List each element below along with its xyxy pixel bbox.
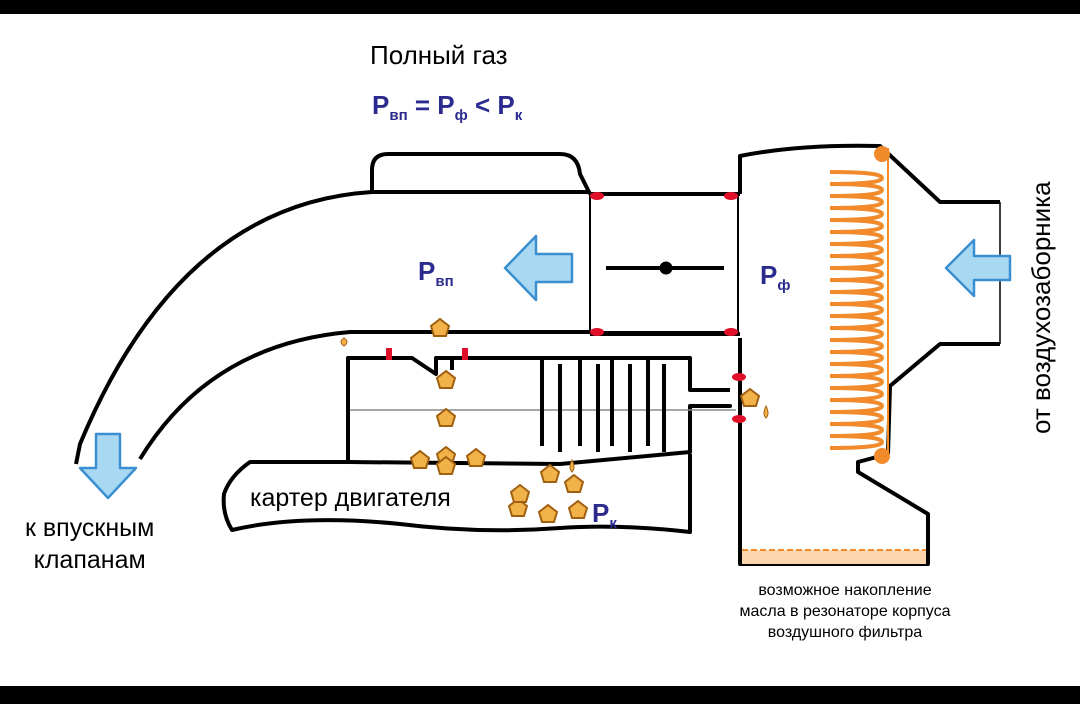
label-from-air-intake: от воздухозаборника	[1026, 181, 1056, 434]
diagram-title: Полный газ	[370, 40, 508, 70]
filter-element	[829, 170, 885, 450]
oil-drop-icon	[340, 337, 769, 473]
diagram-canvas: Полный газ Pвп = Pф < Pк Pвп Pф Pк карте…	[0, 14, 1080, 686]
pressure-formula: Pвп = Pф < Pк	[372, 90, 523, 125]
oil-particle	[429, 317, 451, 337]
label-p-k: Pк	[592, 498, 617, 533]
diagram-svg	[74, 143, 1012, 566]
intake-manifold	[74, 152, 592, 465]
oil-particle	[739, 387, 761, 407]
seals	[386, 192, 746, 423]
oil-particle	[409, 449, 431, 469]
crankcase	[221, 356, 741, 534]
oil-particle	[435, 407, 457, 427]
oil-particles	[409, 317, 761, 523]
down-arrow-icon	[78, 432, 138, 500]
oil-accumulation	[742, 550, 926, 564]
label-p-vp: Pвп	[418, 256, 454, 291]
filter-seal-bottom	[874, 448, 890, 464]
oil-particle	[509, 483, 531, 503]
oil-particle	[435, 369, 457, 389]
oil-particle	[567, 499, 589, 519]
label-crankcase: картер двигателя	[250, 484, 451, 512]
label-p-f: Pф	[760, 260, 791, 295]
throttle-valve-icon	[659, 261, 673, 275]
left-arrow-icon	[503, 234, 574, 302]
filter-seal-top	[874, 146, 890, 162]
throttle-body	[589, 192, 740, 336]
left-arrow-icon	[944, 238, 1012, 298]
oil-particle	[435, 455, 457, 475]
oil-particle	[563, 473, 585, 493]
oil-particle	[537, 503, 559, 523]
oil-particle	[539, 463, 561, 483]
oil-particle	[507, 497, 529, 517]
oil-particle	[465, 447, 487, 467]
